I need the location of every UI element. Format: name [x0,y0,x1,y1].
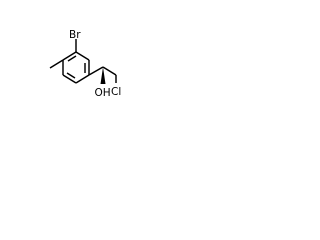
ring-inner-double-bond-3 [66,72,76,79]
wedge-bond-oh [100,67,106,84]
ring-bond-1 [62,51,77,61]
chlorine-label: Cl [111,86,121,98]
ring-bond-4 [75,74,90,84]
molecule-canvas: Br Cl OH [0,0,152,152]
ring-bond-5 [62,74,77,84]
chloromethyl-bond-1 [102,66,117,76]
side-chain-bond [88,66,104,76]
ring-inner-double-bond-1 [67,55,77,62]
hydroxyl-label: OH [95,87,111,99]
structure-diagram: Br Cl OH [49,29,121,99]
methyl-bond [49,59,64,69]
ring-bond-2 [75,51,90,61]
bromine-label: Br [69,29,81,41]
